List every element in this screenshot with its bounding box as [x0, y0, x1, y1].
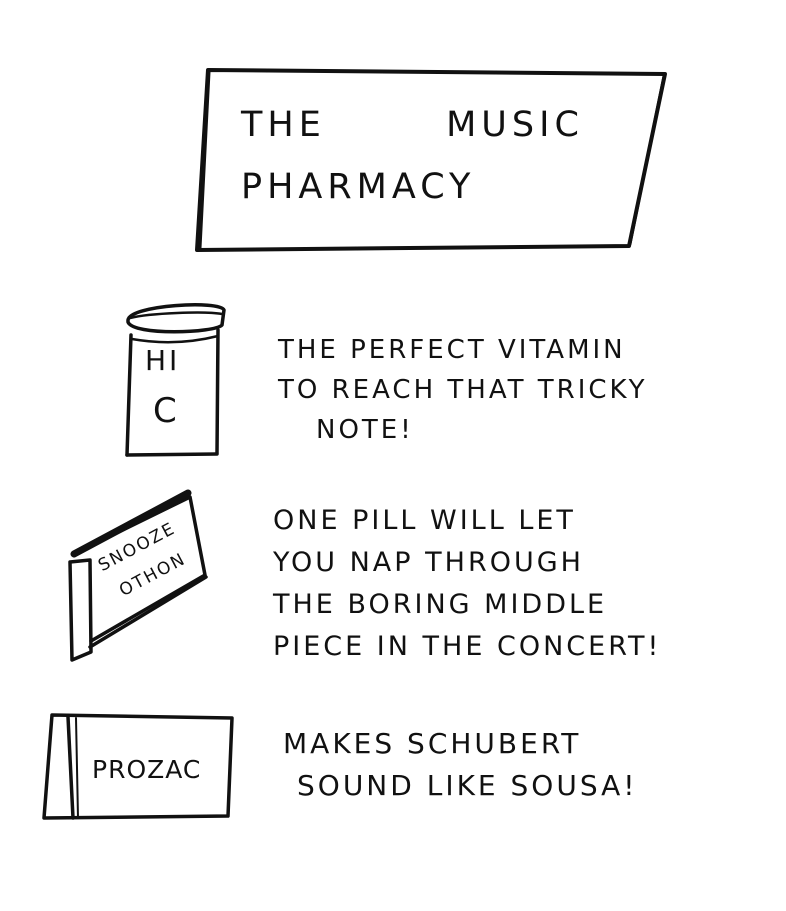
- title-line-1: THE MUSIC: [241, 108, 601, 170]
- title-line-2: PHARMACY: [241, 167, 476, 207]
- description-line: THE BORING MIDDLE: [273, 589, 608, 620]
- description-line: PIECE IN THE CONCERT!: [273, 631, 662, 662]
- medicine-box-icon: [42, 713, 234, 820]
- description-line: THE PERFECT VITAMIN: [278, 335, 626, 365]
- description-line: YOU NAP THROUGH: [273, 547, 584, 578]
- title-frame: [195, 68, 667, 252]
- vitamin-label-c: C: [153, 391, 177, 431]
- prozac-description: MAKES SCHUBERT SOUND LIKE SOUSA!: [283, 730, 713, 814]
- description-line: NOTE!: [316, 415, 414, 445]
- snooze-description: ONE PILL WILL LET YOU NAP THROUGH THE BO…: [273, 507, 743, 675]
- description-line: TO REACH THAT TRICKY: [278, 375, 648, 405]
- vitamin-description: THE PERFECT VITAMIN TO REACH THAT TRICKY…: [278, 337, 698, 457]
- title-word-music: MUSIC: [446, 105, 584, 145]
- description-line: SOUND LIKE SOUSA!: [297, 769, 638, 802]
- description-line: ONE PILL WILL LET: [273, 505, 576, 536]
- page-title: THE MUSIC PHARMACY: [241, 108, 601, 205]
- description-line: MAKES SCHUBERT: [283, 727, 582, 760]
- vitamin-bottle-icon: [125, 303, 226, 457]
- prozac-label: PROZAC: [92, 755, 202, 784]
- title-word-the: THE: [241, 105, 326, 145]
- pill-box-icon: [68, 489, 208, 662]
- vitamin-label-hi: HI: [145, 344, 181, 377]
